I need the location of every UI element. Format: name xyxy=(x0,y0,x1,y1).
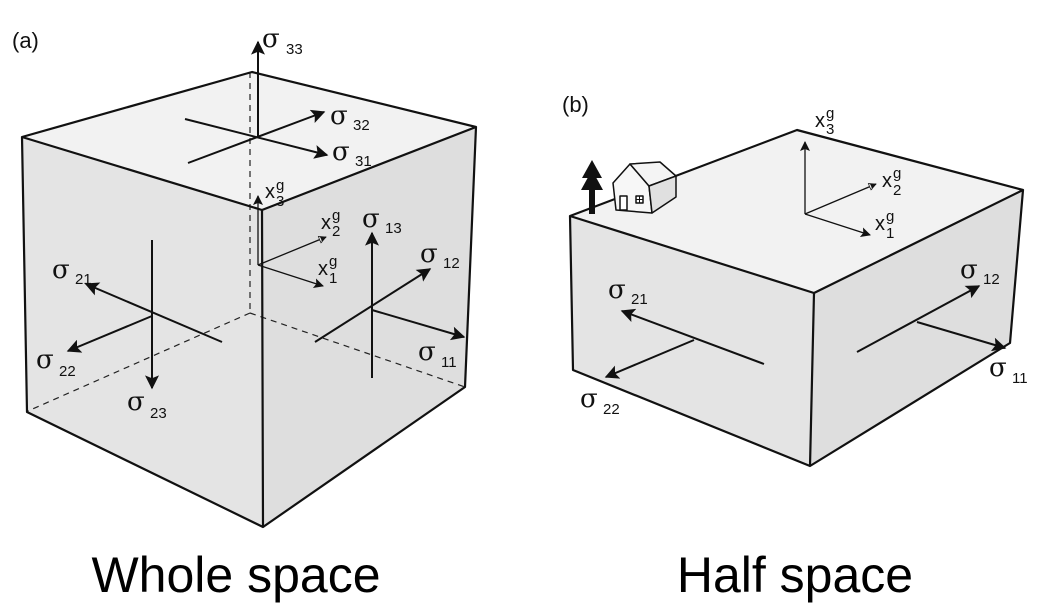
x2-axis-arrow xyxy=(804,183,877,215)
svg-text:g: g xyxy=(826,105,834,122)
cube-left-face xyxy=(22,137,263,527)
svg-text:σ: σ xyxy=(52,255,70,285)
svg-text:σ: σ xyxy=(608,275,626,305)
block-top-face xyxy=(570,130,1023,293)
svg-text:1: 1 xyxy=(329,270,337,287)
svg-text:3: 3 xyxy=(276,193,284,210)
sigma-22-label: σ 22 xyxy=(580,384,620,418)
sigma-21-arrow xyxy=(84,282,223,343)
svg-text:σ: σ xyxy=(362,204,380,234)
svg-text:11: 11 xyxy=(1012,370,1028,387)
svg-text:σ: σ xyxy=(332,137,350,167)
svg-text:11: 11 xyxy=(441,354,457,371)
svg-text:x: x xyxy=(318,258,328,280)
sigma-22-label: σ 22 xyxy=(36,345,76,380)
sigma-21-label: σ 21 xyxy=(608,275,648,308)
hidden-edges xyxy=(27,72,466,412)
svg-text:21: 21 xyxy=(631,291,648,308)
svg-text:12: 12 xyxy=(443,255,460,272)
sigma-11-label: σ 11 xyxy=(418,337,457,371)
svg-text:x: x xyxy=(882,170,892,192)
svg-text:22: 22 xyxy=(59,363,76,380)
sigma-22-arrow xyxy=(66,315,153,353)
x1-axis-label: x g 1 xyxy=(318,253,337,287)
sigma-21-arrow xyxy=(620,308,765,365)
svg-text:12: 12 xyxy=(983,271,1000,288)
sigma-32-label: σ 32 xyxy=(330,101,370,134)
svg-text:31: 31 xyxy=(355,153,372,170)
cube xyxy=(20,70,478,529)
svg-text:22: 22 xyxy=(603,401,620,418)
svg-text:σ: σ xyxy=(580,384,598,414)
x2-axis-label: x g 2 xyxy=(321,207,340,240)
sigma-11-label: σ 11 xyxy=(989,353,1028,387)
sigma-11-arrow xyxy=(371,309,466,341)
block-edges xyxy=(568,128,1025,468)
svg-text:g: g xyxy=(329,253,337,270)
caption-half-space: Half space xyxy=(677,547,913,603)
panel-b-label: (b) xyxy=(562,92,589,117)
svg-text:x: x xyxy=(875,213,885,235)
sigma-22-arrow xyxy=(604,339,695,379)
x3-axis-label: x g 3 xyxy=(815,105,834,138)
house-icon xyxy=(612,161,677,214)
block-right-face xyxy=(810,190,1023,466)
sigma-31-label: σ 31 xyxy=(332,137,372,170)
sigma-21-label: σ 21 xyxy=(52,255,92,288)
x1-axis-label: x g 1 xyxy=(875,208,894,242)
x2-axis-label: x g 2 xyxy=(882,165,901,199)
svg-text:x: x xyxy=(815,110,825,132)
panel-a-label: (a) xyxy=(12,28,39,53)
svg-text:σ: σ xyxy=(960,255,978,285)
svg-text:σ: σ xyxy=(262,24,280,54)
svg-text:g: g xyxy=(276,177,284,194)
svg-text:21: 21 xyxy=(75,271,92,288)
svg-text:32: 32 xyxy=(353,117,370,134)
x1-axis-arrow xyxy=(257,264,324,288)
svg-text:2: 2 xyxy=(332,223,340,240)
sigma-12-label: σ 12 xyxy=(420,239,460,272)
svg-text:g: g xyxy=(886,208,894,225)
svg-text:σ: σ xyxy=(418,337,436,367)
panel-a-whole-space: (a) σ 33 σ 32 σ 31 x g xyxy=(12,24,478,603)
panel-b-half-space: (b) x g 3 x xyxy=(562,92,1028,603)
svg-text:g: g xyxy=(332,207,340,224)
sigma-11-arrow xyxy=(916,321,1007,352)
sigma-23-label: σ 23 xyxy=(127,387,167,422)
svg-text:σ: σ xyxy=(330,101,348,131)
svg-text:σ: σ xyxy=(127,387,145,417)
caption-whole-space: Whole space xyxy=(91,547,380,603)
svg-text:x: x xyxy=(265,181,275,203)
x2-axis-arrow xyxy=(257,235,327,266)
svg-text:33: 33 xyxy=(286,41,303,58)
svg-text:1: 1 xyxy=(886,225,894,242)
svg-text:x: x xyxy=(321,212,331,234)
sigma-12-label: σ 12 xyxy=(960,255,1000,288)
svg-text:σ: σ xyxy=(420,239,438,269)
sigma-31-arrow xyxy=(184,118,329,159)
svg-text:σ: σ xyxy=(36,345,54,375)
sigma-12-arrow xyxy=(314,268,432,343)
x1-axis-arrow xyxy=(804,213,871,237)
svg-text:3: 3 xyxy=(826,121,834,138)
x3-axis-label: x g 3 xyxy=(265,177,284,210)
sigma-13-label: σ 13 xyxy=(362,204,402,237)
svg-text:g: g xyxy=(893,165,901,182)
svg-text:σ: σ xyxy=(989,353,1007,383)
sigma-12-arrow xyxy=(856,285,981,353)
svg-text:23: 23 xyxy=(150,405,167,422)
svg-text:2: 2 xyxy=(893,182,901,199)
sigma-33-label: σ 33 xyxy=(262,24,303,58)
tree-icon xyxy=(581,160,603,214)
svg-text:13: 13 xyxy=(385,220,402,237)
cube-right-face xyxy=(262,127,476,527)
